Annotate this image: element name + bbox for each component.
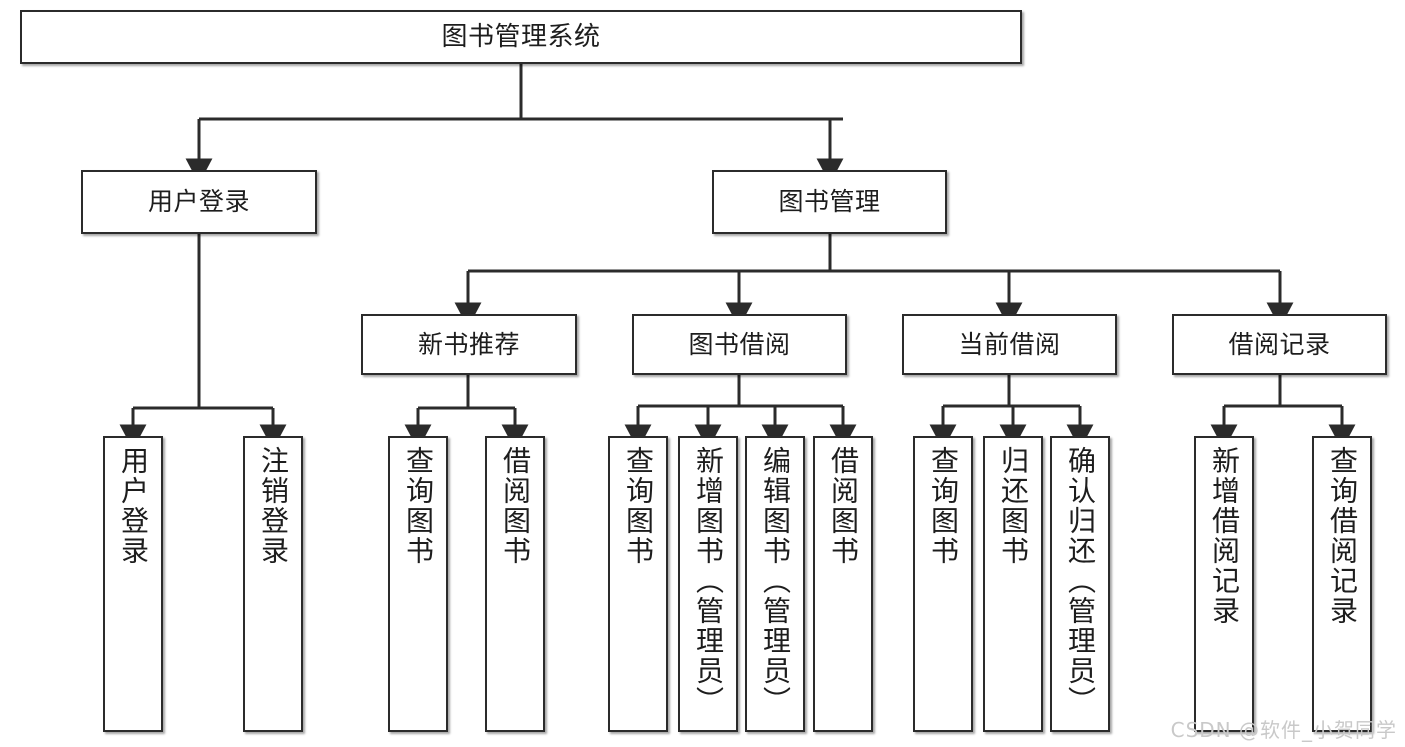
leaf-query-book-borrow[interactable]: 查询图书 [608,436,668,732]
leaf-label: 查询图书 [927,446,960,566]
leaf-query-book-new[interactable]: 查询图书 [388,436,448,732]
leaf-user-login[interactable]: 用户登录 [103,436,163,732]
node-current-borrow-label: 当前借阅 [958,329,1061,359]
node-user-login-label: 用户登录 [147,187,250,217]
leaf-label: 查询图书 [402,446,435,566]
leaf-query-book-current[interactable]: 查询图书 [913,436,973,732]
node-book-management-label: 图书管理 [778,187,881,217]
leaf-label: 查询借阅记录 [1326,446,1359,626]
leaf-label: 归还图书 [997,446,1030,566]
node-book-borrow-label: 图书借阅 [688,329,791,359]
node-borrow-record[interactable]: 借阅记录 [1172,314,1387,375]
leaf-label: 借阅图书 [499,446,532,566]
leaf-label: 新增借阅记录 [1208,446,1241,626]
leaf-label: 查询图书 [622,446,655,566]
node-root[interactable]: 图书管理系统 [20,10,1022,64]
leaf-label: 确认归还（管理员） [1064,446,1097,716]
leaf-add-borrow-record[interactable]: 新增借阅记录 [1194,436,1254,732]
leaf-add-book-admin[interactable]: 新增图书（管理员） [678,436,738,732]
leaf-borrow-book-new[interactable]: 借阅图书 [485,436,545,732]
node-book-borrow[interactable]: 图书借阅 [632,314,847,375]
leaf-confirm-return-admin[interactable]: 确认归还（管理员） [1050,436,1110,732]
node-new-book-recommend-label: 新书推荐 [417,329,520,359]
node-user-login[interactable]: 用户登录 [81,170,317,234]
node-book-management[interactable]: 图书管理 [712,170,947,234]
leaf-label: 注销登录 [257,446,290,566]
node-current-borrow[interactable]: 当前借阅 [902,314,1117,375]
node-borrow-record-label: 借阅记录 [1228,329,1331,359]
node-root-label: 图书管理系统 [441,21,601,52]
leaf-label: 用户登录 [117,446,150,566]
leaf-label: 编辑图书（管理员） [759,446,792,716]
leaf-logout[interactable]: 注销登录 [243,436,303,732]
leaf-edit-book-admin[interactable]: 编辑图书（管理员） [745,436,805,732]
leaf-borrow-book[interactable]: 借阅图书 [813,436,873,732]
watermark: CSDN @软件_小贺同学 [1170,718,1397,742]
leaf-label: 新增图书（管理员） [692,446,725,716]
leaf-label: 借阅图书 [827,446,860,566]
leaf-query-borrow-record[interactable]: 查询借阅记录 [1312,436,1372,732]
leaf-return-book[interactable]: 归还图书 [983,436,1043,732]
node-new-book-recommend[interactable]: 新书推荐 [361,314,577,375]
